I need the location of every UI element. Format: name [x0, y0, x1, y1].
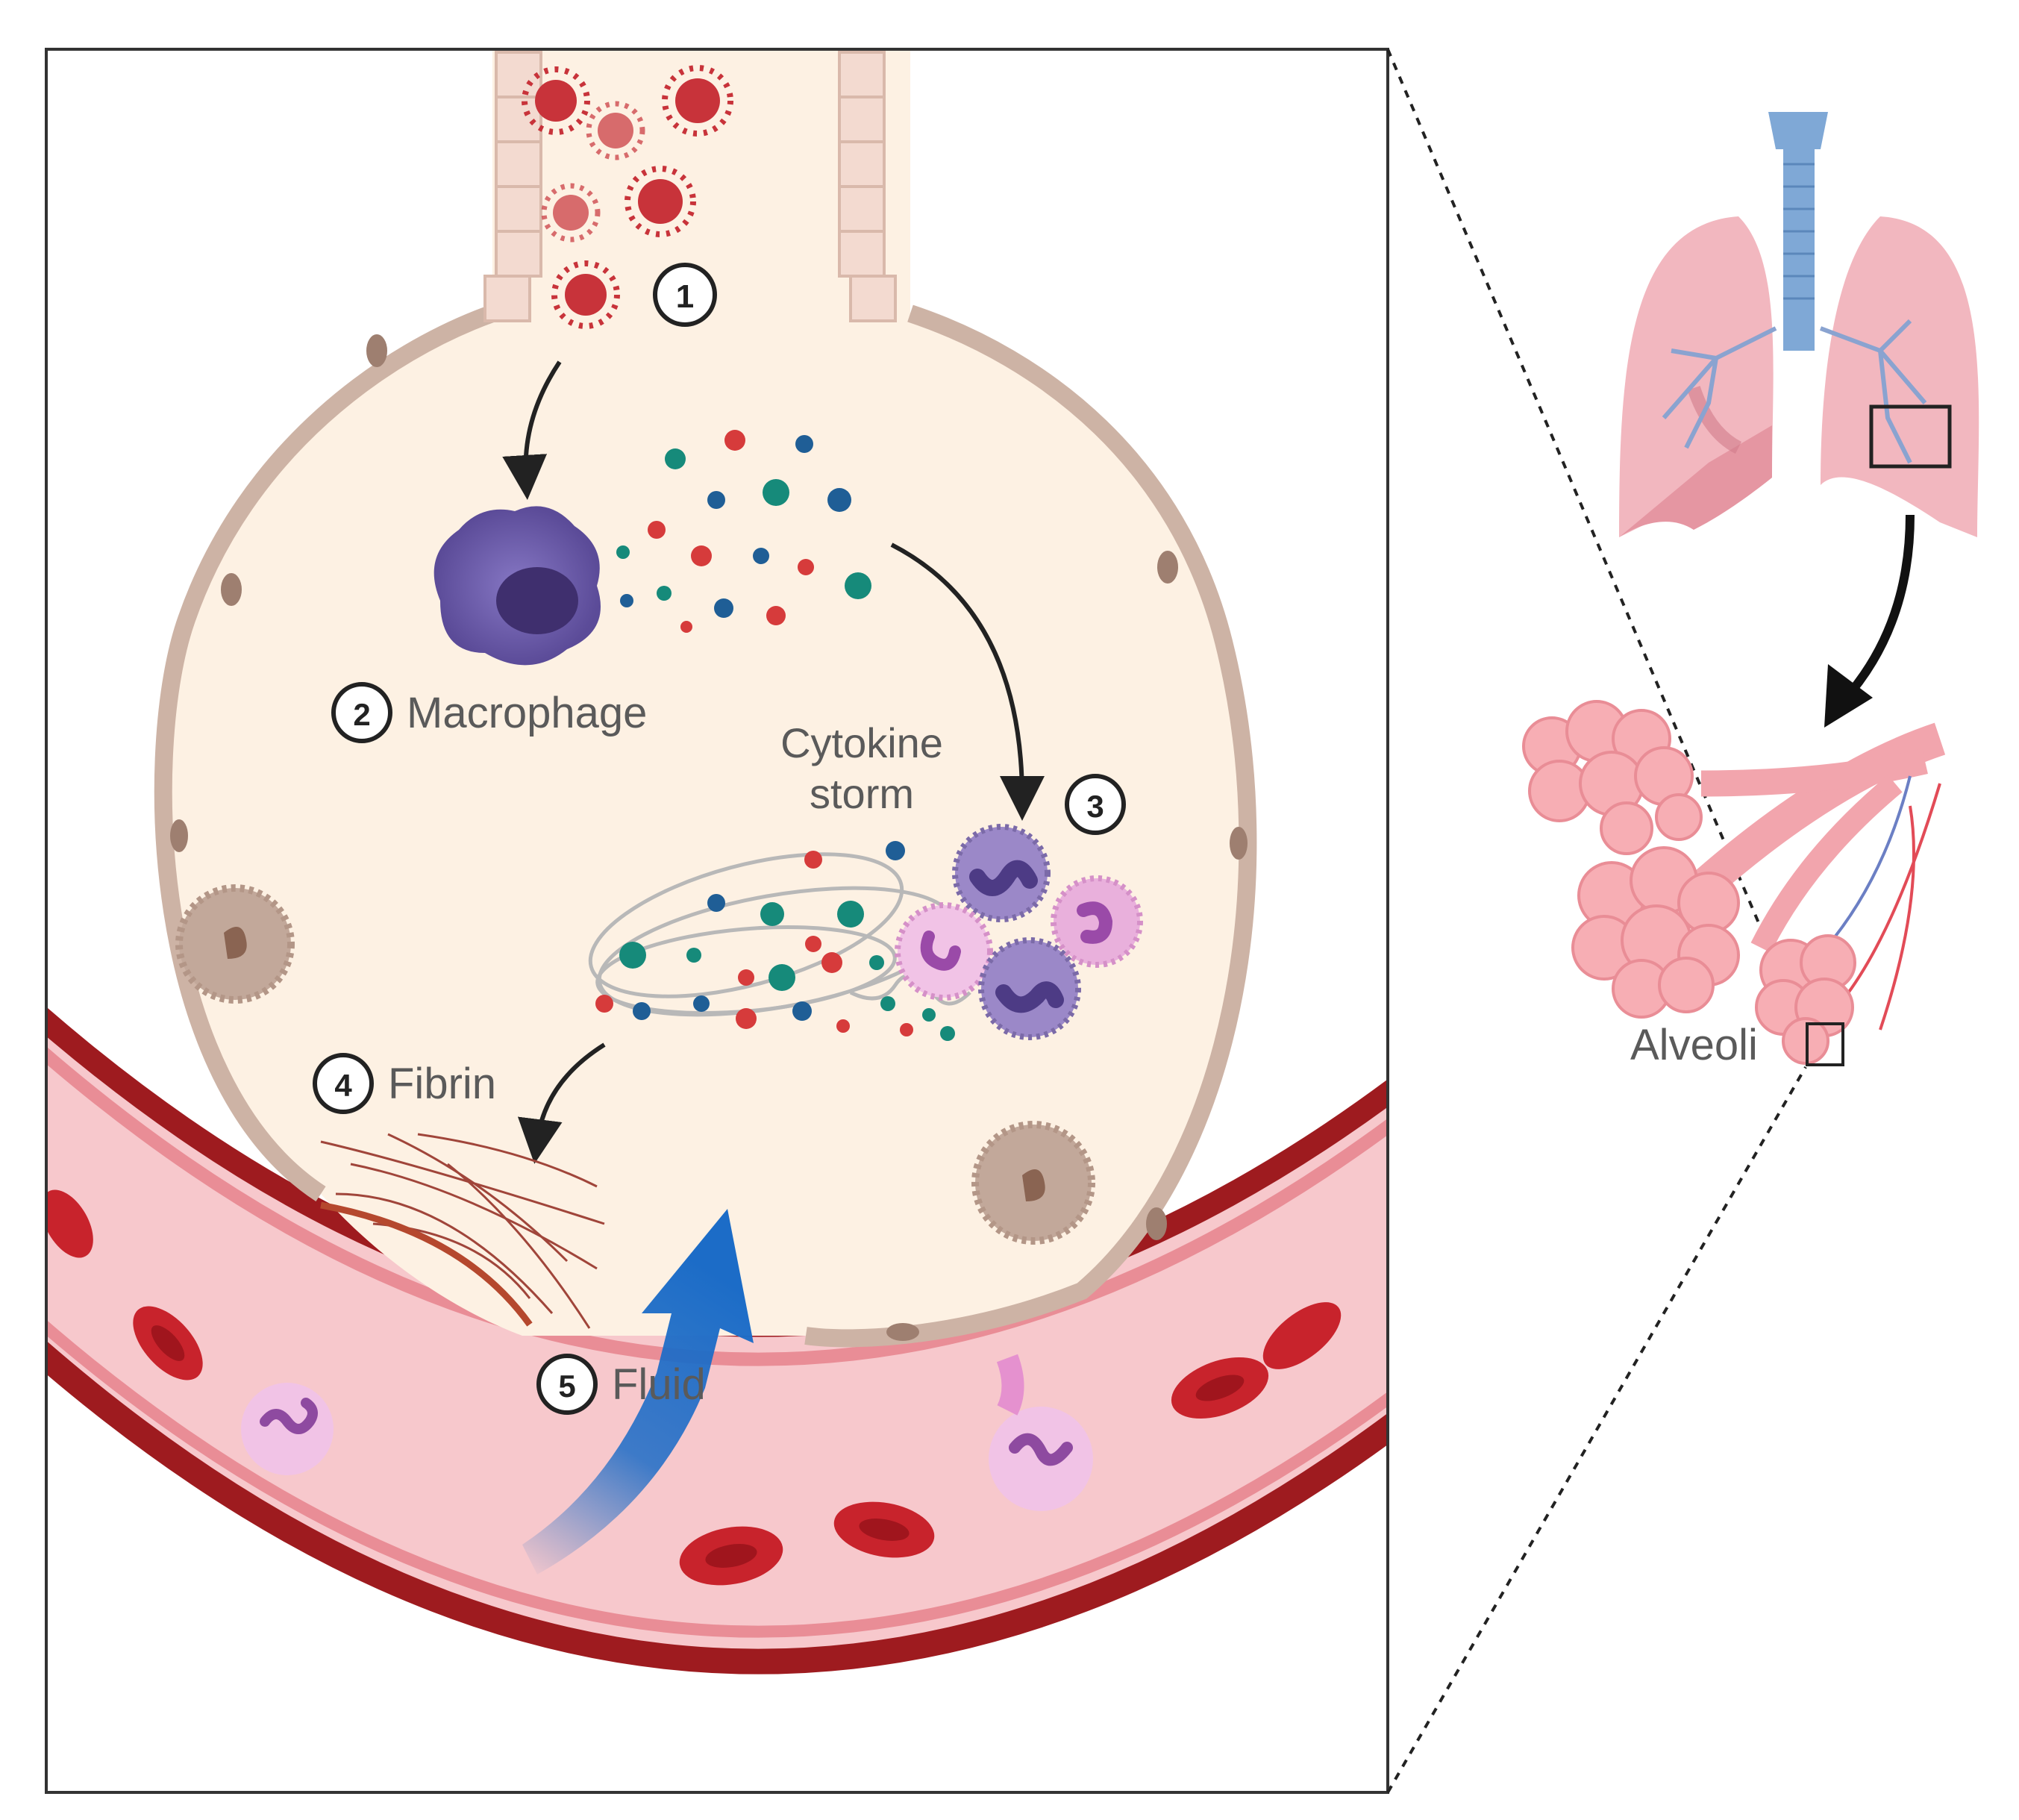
alveolus-zoom-box	[1806, 1022, 1844, 1066]
red-blood-cell-icon	[1171, 1357, 1269, 1419]
cytokine-particles	[616, 430, 871, 633]
blood-capillary	[46, 1007, 1388, 1674]
fibrin-hyaline-membrane	[320, 1201, 533, 1327]
neutrophil-cell-icon	[1051, 875, 1143, 968]
alveoli-cluster-icon	[1522, 700, 1946, 1065]
step-4-marker: 4	[313, 1053, 374, 1114]
fibrin-deposits	[320, 1133, 605, 1329]
step-2-marker: 2	[331, 682, 392, 743]
arrow-to-macrophage	[502, 360, 562, 500]
lung-icon	[1619, 216, 1979, 537]
virus-icon	[551, 260, 620, 329]
step-1-marker: 1	[653, 263, 717, 327]
cytokine-storm-label-line1: Cytokine	[780, 719, 943, 766]
svg-text:1: 1	[676, 278, 694, 315]
cytokine-storm-label-line2: storm	[810, 770, 914, 817]
svg-text:3: 3	[1086, 789, 1104, 824]
zoom-panel-frame	[45, 48, 1389, 1794]
lung-zoom-box	[1869, 404, 1952, 469]
red-blood-cell-icon	[133, 1306, 203, 1380]
type-2-pneumocyte-icon	[971, 1121, 1095, 1245]
airway-epithelium-right	[838, 51, 897, 322]
alveoli-label: Alveoli	[1630, 1021, 1758, 1069]
svg-text:5: 5	[558, 1369, 575, 1404]
virus-icon	[662, 65, 733, 137]
airway-epithelium-left	[483, 51, 542, 322]
zoom-arrow	[1839, 514, 1915, 705]
fluid-arrow-icon	[522, 1209, 754, 1574]
svg-text:2: 2	[353, 697, 370, 732]
macrophage-cell-icon	[433, 506, 601, 666]
virus-icon	[541, 183, 601, 243]
neutrophil-cell-icon	[895, 902, 993, 1001]
red-blood-cell-icon	[679, 1526, 783, 1586]
virus-icon	[586, 101, 645, 160]
virus-group	[522, 65, 733, 329]
svg-text:4: 4	[334, 1068, 352, 1103]
arrow-to-neutrophils	[890, 542, 1045, 821]
virus-icon	[625, 166, 696, 237]
arrow-to-fibrin	[517, 1042, 606, 1164]
red-blood-cell-icon	[1262, 1302, 1342, 1369]
neutrophil-cell-icon	[989, 1354, 1093, 1511]
neutrophil-cell-icon	[978, 937, 1081, 1040]
red-blood-cell-icon	[46, 1189, 93, 1258]
virus-icon	[522, 66, 590, 135]
macrophage-label: Macrophage	[407, 689, 647, 737]
zoom-line-bottom	[1386, 1066, 1807, 1793]
neutrophil-cell-icon	[241, 1383, 334, 1475]
fluid-label: Fluid	[612, 1360, 706, 1409]
neutrophil-cell-icon	[952, 824, 1051, 922]
zoomed-alveolus-panel: 1 2 Macrophage	[46, 49, 1388, 1674]
alveolus	[154, 49, 1257, 1348]
type-2-pneumocyte-icon	[175, 884, 295, 1004]
fibrin-label: Fibrin	[388, 1060, 496, 1108]
red-blood-cell-icon	[833, 1501, 935, 1558]
cytokine-storm-particles	[595, 841, 955, 1041]
step-3-marker: 3	[1065, 774, 1126, 835]
step-5-marker: 5	[536, 1354, 598, 1415]
zoom-arrow-head	[1824, 664, 1873, 728]
trachea-icon	[1768, 112, 1828, 351]
